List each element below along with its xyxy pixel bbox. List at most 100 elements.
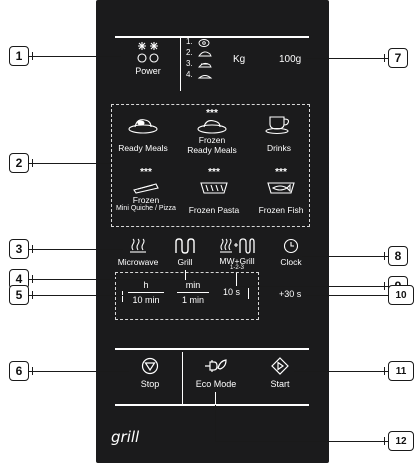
pasta-tray-icon bbox=[200, 182, 228, 194]
eco-plug-icon bbox=[205, 359, 227, 372]
one-min-label: 1 min bbox=[181, 295, 205, 305]
drinks-button[interactable]: Drinks bbox=[251, 110, 307, 160]
power-button[interactable]: Power bbox=[120, 38, 176, 88]
frozen-quiche-line2: Mini Quiche / Pizza bbox=[116, 205, 176, 212]
stop-label: Stop bbox=[140, 379, 160, 389]
clock-button[interactable]: Clock bbox=[271, 236, 311, 272]
ready-meals-label: Ready Meals bbox=[118, 143, 168, 153]
weight-item-4: 4. bbox=[186, 70, 193, 79]
start-label: Start bbox=[270, 379, 290, 389]
callout-3-tick bbox=[32, 245, 33, 253]
callout-6-line bbox=[29, 371, 129, 372]
bottom-low-line bbox=[115, 404, 309, 406]
frozen-stars-2: *** bbox=[140, 167, 152, 178]
callout-1: 1 bbox=[9, 46, 29, 66]
mw-grill-label: MW+Grill bbox=[219, 256, 255, 266]
frozen-pasta-label: Frozen Pasta bbox=[188, 205, 240, 215]
callout-2: 2 bbox=[9, 153, 29, 173]
weight-program-list: 1. 2. 3. 4. bbox=[186, 37, 226, 90]
clock-label: Clock bbox=[280, 257, 302, 267]
ten-sec-button[interactable]: 10 s bbox=[223, 286, 255, 304]
mw-grill-icon bbox=[220, 238, 255, 254]
callout-5-tick bbox=[32, 291, 33, 299]
callout-7-tick bbox=[384, 54, 385, 62]
callout-5: 5 bbox=[9, 285, 29, 305]
brand-logo: grill bbox=[111, 428, 140, 446]
frozen-ready-meals-line2: Ready Meals bbox=[187, 145, 237, 155]
auto-cook-group bbox=[111, 104, 310, 227]
callout-12-line bbox=[215, 441, 388, 442]
bottom-divider bbox=[182, 352, 183, 404]
frozen-stars-4: *** bbox=[275, 167, 287, 178]
callout-9-tick bbox=[384, 282, 385, 290]
microwave-button[interactable]: Microwave bbox=[113, 236, 163, 272]
callout-2-line bbox=[29, 163, 111, 164]
callout-5-line bbox=[29, 295, 123, 296]
timer-right-bar bbox=[248, 288, 250, 299]
eco-mode-button[interactable]: Eco Mode bbox=[188, 355, 244, 401]
stop-button[interactable]: Stop bbox=[122, 355, 178, 401]
top-divider bbox=[115, 36, 309, 38]
hours-divider bbox=[128, 292, 164, 293]
grill-button[interactable]: Grill bbox=[167, 236, 203, 272]
callout-11-tick bbox=[384, 367, 385, 375]
frozen-ready-meals-button[interactable]: *** Frozen Ready Meals bbox=[182, 108, 242, 160]
callout-12: 12 bbox=[388, 431, 414, 451]
hours-button[interactable]: h 10 min bbox=[126, 280, 166, 314]
frozen-fish-button[interactable]: *** Frozen Fish bbox=[252, 165, 310, 223]
frozen-stars: *** bbox=[206, 108, 218, 119]
callout-8-tick bbox=[384, 252, 385, 260]
frozen-quiche-line1: Frozen bbox=[132, 195, 160, 205]
weight-item-1: 1. bbox=[186, 37, 193, 46]
callout-1-line bbox=[29, 56, 121, 57]
callout-12-tick bbox=[384, 437, 385, 445]
callout-11: 11 bbox=[388, 361, 414, 381]
callout-11-line bbox=[294, 371, 388, 372]
callout-1-tick bbox=[32, 52, 33, 60]
min-divider bbox=[177, 292, 209, 293]
callout-2-tick bbox=[32, 159, 33, 167]
frozen-ready-meals-line1: Frozen bbox=[198, 135, 226, 145]
ten-sec-label: 10 s bbox=[223, 287, 241, 297]
drinks-label: Drinks bbox=[266, 143, 292, 153]
minutes-button[interactable]: min 1 min bbox=[175, 280, 211, 314]
frozen-pasta-button[interactable]: *** Frozen Pasta bbox=[184, 165, 244, 223]
frozen-ready-meals-icon bbox=[197, 120, 227, 134]
callout-6: 6 bbox=[9, 361, 29, 381]
callout-6-tick bbox=[32, 367, 33, 375]
start-icon bbox=[271, 357, 289, 375]
bottom-top-line bbox=[115, 348, 309, 350]
callout-9-riser bbox=[236, 273, 237, 286]
grill-label: Grill bbox=[177, 257, 193, 267]
callout-7: 7 bbox=[388, 48, 408, 68]
power-label: Power bbox=[135, 66, 161, 76]
min-label: min bbox=[185, 280, 201, 290]
grill-icon bbox=[175, 238, 195, 254]
plus-30s-button[interactable]: +30 s bbox=[279, 289, 302, 299]
timer-group bbox=[115, 272, 259, 320]
clock-icon bbox=[283, 238, 299, 254]
callout-12-riser-under bbox=[215, 405, 216, 441]
callout-9-line bbox=[236, 286, 388, 287]
control-panel bbox=[96, 0, 329, 463]
ready-meals-icon bbox=[128, 119, 158, 134]
hours-label: h bbox=[143, 280, 149, 290]
frozen-quiche-pizza-button[interactable]: *** Frozen Mini Quiche / Pizza bbox=[113, 165, 179, 223]
timer-left-bar bbox=[122, 291, 124, 302]
start-button[interactable]: Start bbox=[252, 355, 308, 401]
power-level-icon bbox=[137, 42, 159, 63]
ready-meals-button[interactable]: Ready Meals bbox=[113, 110, 173, 160]
mw-grill-button[interactable]: MW+Grill 1-2-3 bbox=[212, 236, 262, 276]
grams-label: 100g bbox=[279, 54, 302, 65]
callout-4-tick bbox=[32, 275, 33, 283]
callout-10-line bbox=[306, 295, 388, 296]
callout-4-riser bbox=[185, 270, 186, 280]
frozen-stars-3: *** bbox=[208, 167, 220, 178]
callout-4-line bbox=[29, 279, 185, 280]
quiche-pizza-icon bbox=[133, 183, 159, 194]
ten-min-label: 10 min bbox=[132, 295, 160, 305]
fish-tray-icon bbox=[267, 182, 295, 194]
callout-8: 8 bbox=[388, 246, 408, 266]
stop-icon bbox=[141, 357, 159, 375]
callout-8-line bbox=[302, 256, 388, 257]
